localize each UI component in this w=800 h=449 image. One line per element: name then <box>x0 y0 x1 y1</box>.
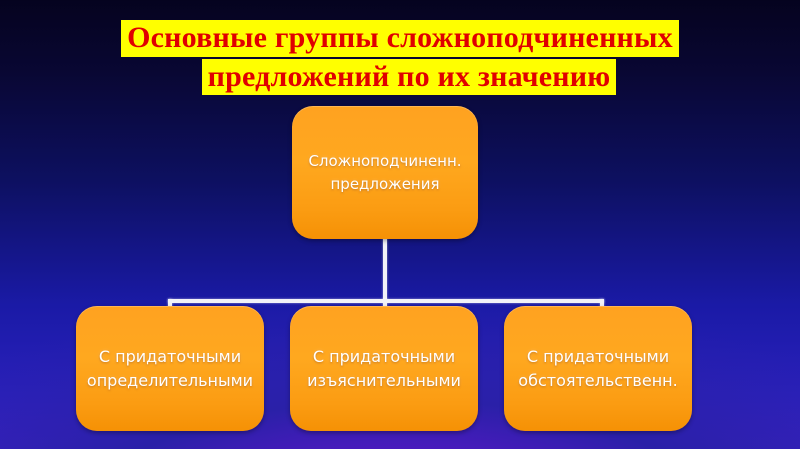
diagram-node-adverbial: С придаточными обстоятельственн. <box>504 306 692 431</box>
diagram-node-explanatory-label: С придаточными изъяснительными <box>307 346 461 390</box>
slide-title-line-2: предложений по их значению <box>201 58 617 96</box>
diagram-node-attributive-label: С придаточными определительными <box>86 346 254 390</box>
diagram-node-root: Сложноподчиненн. предложения <box>292 106 478 239</box>
diagram-node-adverbial-label: С придаточными обстоятельственн. <box>518 346 678 390</box>
slide-title-line-1: Основные группы сложноподчиненных <box>121 20 679 57</box>
diagram-node-explanatory: С придаточными изъяснительными <box>290 306 478 431</box>
diagram-node-attributive: С придаточными определительными <box>76 306 264 431</box>
connector-drop-child-3 <box>600 299 604 309</box>
diagram-node-root-label: Сложноподчиненн. предложения <box>308 152 462 193</box>
connector-root-trunk <box>383 236 387 302</box>
slide-title: Основные группы сложноподчиненных предло… <box>0 20 800 96</box>
connector-drop-child-1 <box>168 299 172 309</box>
connector-drop-child-2 <box>383 299 387 309</box>
